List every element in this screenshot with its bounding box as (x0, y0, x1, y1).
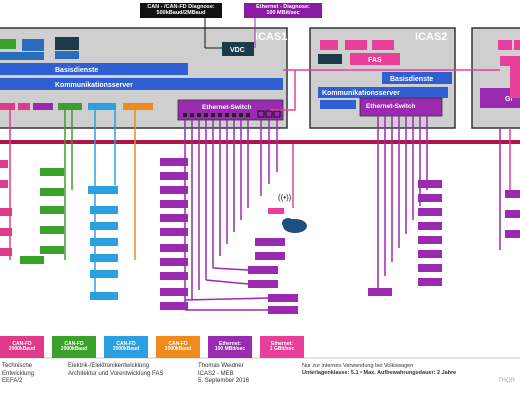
vdc-label: VDC (230, 47, 245, 54)
icas3-gr-label: Gr (505, 96, 513, 103)
footer-page-label-text: THOR (498, 378, 515, 384)
legend-line1: CAN-FD (168, 340, 188, 347)
legend-line1: CAN-FD (12, 340, 32, 347)
legend-line1: Ethernet: (271, 340, 293, 347)
legend-line2: 2000kBaud (60, 346, 88, 352)
ethernet-diagnose-line2: 100 MBit/sec (266, 10, 300, 17)
footer-dept-line2: Entwicklung (2, 370, 35, 377)
icas2-basisdienste-bar (382, 72, 452, 84)
icas2-basisdienste-label: Basisdienste (390, 76, 433, 83)
legend-can-fd-orange: CAN-FD 2000kBaud (156, 336, 200, 358)
footer-project: ICAS2 - MEB (198, 370, 234, 377)
footer-classification-line2: Unterlagenklasse: 5.1 • Max. Aufbewahrun… (302, 369, 457, 376)
fas-box (350, 53, 400, 65)
legend-line2: 2000kBaud (8, 346, 36, 352)
ethernet-diagnose-callout: Ethernet - Diagnose: 100 MBit/sec (244, 3, 322, 18)
icas3-unit: Gr (471, 27, 520, 129)
icas2-kommunikationsserver-label: Kommunikationsserver (322, 90, 400, 97)
footer-classification-line1: Nur zur internen Verwendung bei Volkswag… (302, 363, 414, 369)
icas1-unit: ICAS1 VDC Basisdienste Kommunikationsser… (0, 27, 288, 129)
footer-division-line2: Architektur und Vorentwicklung FAS (68, 370, 164, 377)
icas1-basisdienste-label: Basisdienste (55, 67, 98, 74)
ethernet-diagnose-line1: Ethernet - Diagnose: (256, 4, 310, 10)
footer-division-line1: Elektrik-/Elektronikentwicklung (68, 363, 150, 369)
legend-line2: 2000kBaud (112, 346, 140, 352)
vdc-box (222, 42, 254, 56)
can-diagnose-line2: 500kBaud/2MBaud (156, 10, 206, 17)
icas2-ethernet-switch (359, 97, 443, 117)
legend-line2: 1 GBit/sec (269, 346, 295, 352)
footer-author-name: Thomas Weidner (198, 363, 244, 369)
footer-date: 5. September 2016 (198, 378, 250, 384)
footer-department: Technische Entwicklung EEFA/2 (2, 363, 34, 386)
footer-classification: Nur zur internen Verwendung bei Volkswag… (302, 363, 472, 377)
fas-label: FAS (368, 57, 382, 64)
legend-line1: CAN-FD (116, 340, 136, 347)
footer-dept-line1: Technische (2, 363, 33, 369)
can-diagnose-line1: CAN - /CAN-FD Diagnose: (147, 4, 215, 10)
legend-line2: 2000kBaud (164, 346, 192, 352)
icas2-unit: ICAS2 FAS Basisdienste Kommunikationsser… (309, 27, 456, 129)
legend-can-fd-blue: CAN-FD 2000kBaud (104, 336, 148, 358)
icas1-kommunikationsserver-label: Kommunikationsserver (55, 82, 133, 89)
legend-can-fd-green: CAN-FD 2000kBaud (52, 336, 96, 358)
backbone-bus (0, 140, 520, 144)
icas1-kommunikationsserver-bar (0, 78, 283, 90)
legend-line1: Ethernet: (219, 340, 241, 347)
legend-line1: CAN-FD (64, 340, 84, 347)
icas2-ethernet-switch-label: Ethernet-Switch (366, 103, 416, 110)
icas2-kommunikationsserver-bar (318, 87, 448, 98)
icas1-basisdienste-bar (0, 63, 188, 75)
legend-ethernet-1g: Ethernet: 1 GBit/sec (260, 336, 304, 358)
icas1-ethernet-switch-label: Ethernet-Switch (202, 104, 252, 111)
legend-line2: 100 MBit/sec (214, 346, 246, 352)
icas1-title: ICAS1 (255, 31, 287, 43)
icas2-title: ICAS2 (415, 31, 447, 43)
svg-text:((•)): ((•)) (278, 193, 292, 202)
legend-ethernet-100: Ethernet: 100 MBit/sec (208, 336, 252, 358)
legend-can-fd-pink: CAN-FD 2000kBaud (0, 336, 44, 358)
footer-author: Thomas Weidner ICAS2 - MEB 5. September … (198, 363, 249, 386)
footer-dept-line3: EEFA/2 (2, 378, 23, 384)
footer-page-label: THOR (498, 378, 515, 386)
can-diagnose-callout: CAN - /CAN-FD Diagnose: 500kBaud/2MBaud (140, 3, 222, 18)
footer-division: Elektrik-/Elektronikentwicklung Architek… (68, 363, 163, 378)
